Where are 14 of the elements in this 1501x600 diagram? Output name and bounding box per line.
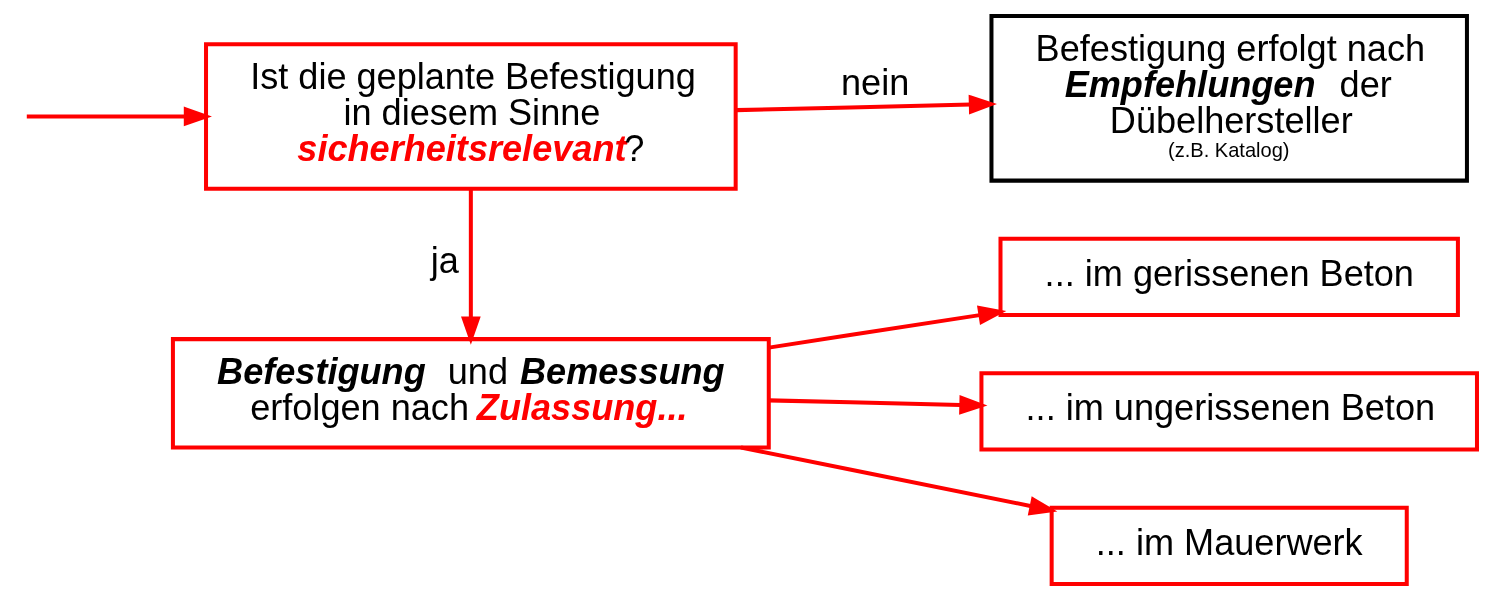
edge-label: ja	[430, 239, 459, 281]
arrow	[740, 445, 1057, 516]
arrow	[735, 94, 997, 115]
node-box: ... im ungerissenen Beton	[978, 371, 1479, 452]
node-box: ... im gerissenen Beton	[998, 236, 1460, 318]
node-box: Befestigung und Bemessung erfolgen nach Zulassung...	[170, 337, 771, 450]
edge-label: nein	[840, 62, 909, 104]
arrow	[460, 188, 481, 345]
arrow	[768, 305, 1006, 350]
node-box: ... im Mauerwerk	[1049, 505, 1409, 586]
arrow	[26, 106, 212, 127]
node-box: Befestigung erfolgt nach Empfehlungen der Dübelhersteller (z.B. Katalog)	[988, 14, 1469, 183]
arrow	[768, 395, 987, 415]
node-box: Ist die geplante Befestigung in diesem Sinne sicherheitsrelevant?	[203, 42, 738, 191]
